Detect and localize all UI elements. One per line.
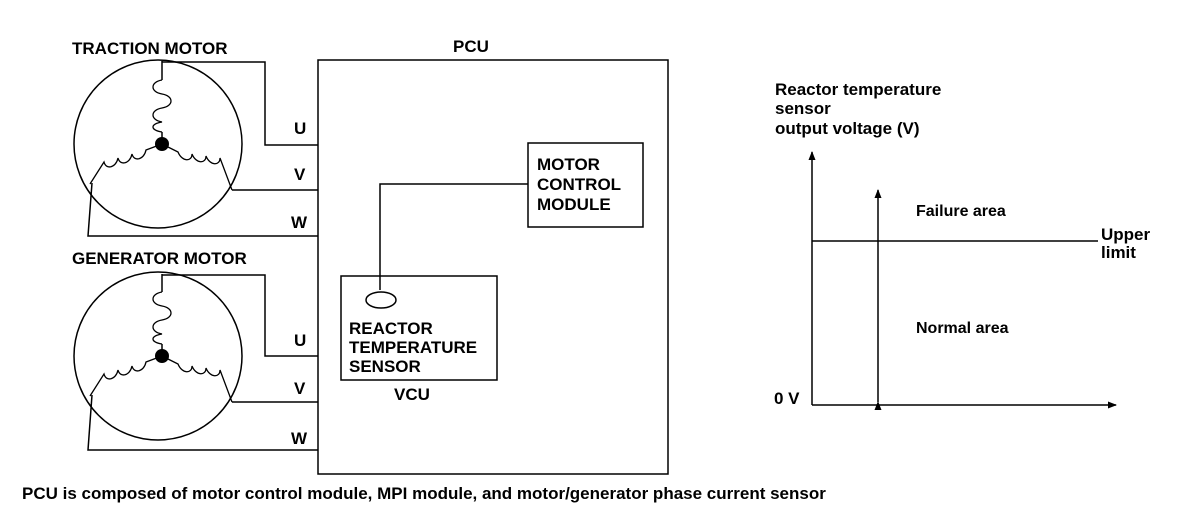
- sensor-signal-wire: [379, 183, 528, 290]
- traction-phase-v: V: [294, 165, 306, 184]
- pcu-wiring-diagram: TRACTION MOTOR U V W GENERATOR MOTOR U V…: [72, 37, 1151, 475]
- vcu-label: VCU: [394, 385, 430, 404]
- traction-motor-label: TRACTION MOTOR: [72, 39, 228, 58]
- mcm-label-line-3: MODULE: [537, 195, 611, 214]
- sensor-label-line-3: SENSOR: [349, 357, 421, 376]
- vcu-box: [340, 275, 498, 381]
- traction-motor-symbol: [73, 59, 243, 229]
- traction-motor-wires: [87, 61, 320, 237]
- sensor-label-line-2: TEMPERATURE: [349, 338, 477, 357]
- pcu-box: [317, 59, 669, 475]
- generator-motor-symbol: [73, 271, 243, 441]
- y-axis-title-line-3: output voltage (V): [775, 119, 919, 138]
- reactor-sensor-element: [365, 291, 397, 309]
- generator-motor-label: GENERATOR MOTOR: [72, 249, 247, 268]
- upper-limit-label-line-1: Upper: [1101, 225, 1151, 244]
- generator-phase-w: W: [291, 429, 308, 448]
- y-axis-title-line-1: Reactor temperature: [775, 80, 941, 99]
- traction-phase-u: U: [294, 119, 306, 138]
- mcm-label-line-1: MOTOR: [537, 155, 600, 174]
- y-axis-title-line-2: sensor: [775, 99, 831, 118]
- generator-phase-u: U: [294, 331, 306, 350]
- generator-phase-v: V: [294, 379, 306, 398]
- failure-area-label: Failure area: [916, 203, 1006, 220]
- upper-limit-label-line-2: limit: [1101, 243, 1136, 262]
- zero-volt-label: 0 V: [774, 389, 800, 408]
- traction-phase-w: W: [291, 213, 308, 232]
- pcu-label: PCU: [453, 37, 489, 56]
- motor-control-module-box: [527, 142, 644, 228]
- diagram-caption: PCU is composed of motor control module,…: [22, 484, 826, 503]
- sensor-label-line-1: REACTOR: [349, 319, 433, 338]
- generator-motor-wires: [87, 274, 320, 451]
- mcm-label-line-2: CONTROL: [537, 175, 621, 194]
- normal-area-label: Normal area: [916, 320, 1009, 337]
